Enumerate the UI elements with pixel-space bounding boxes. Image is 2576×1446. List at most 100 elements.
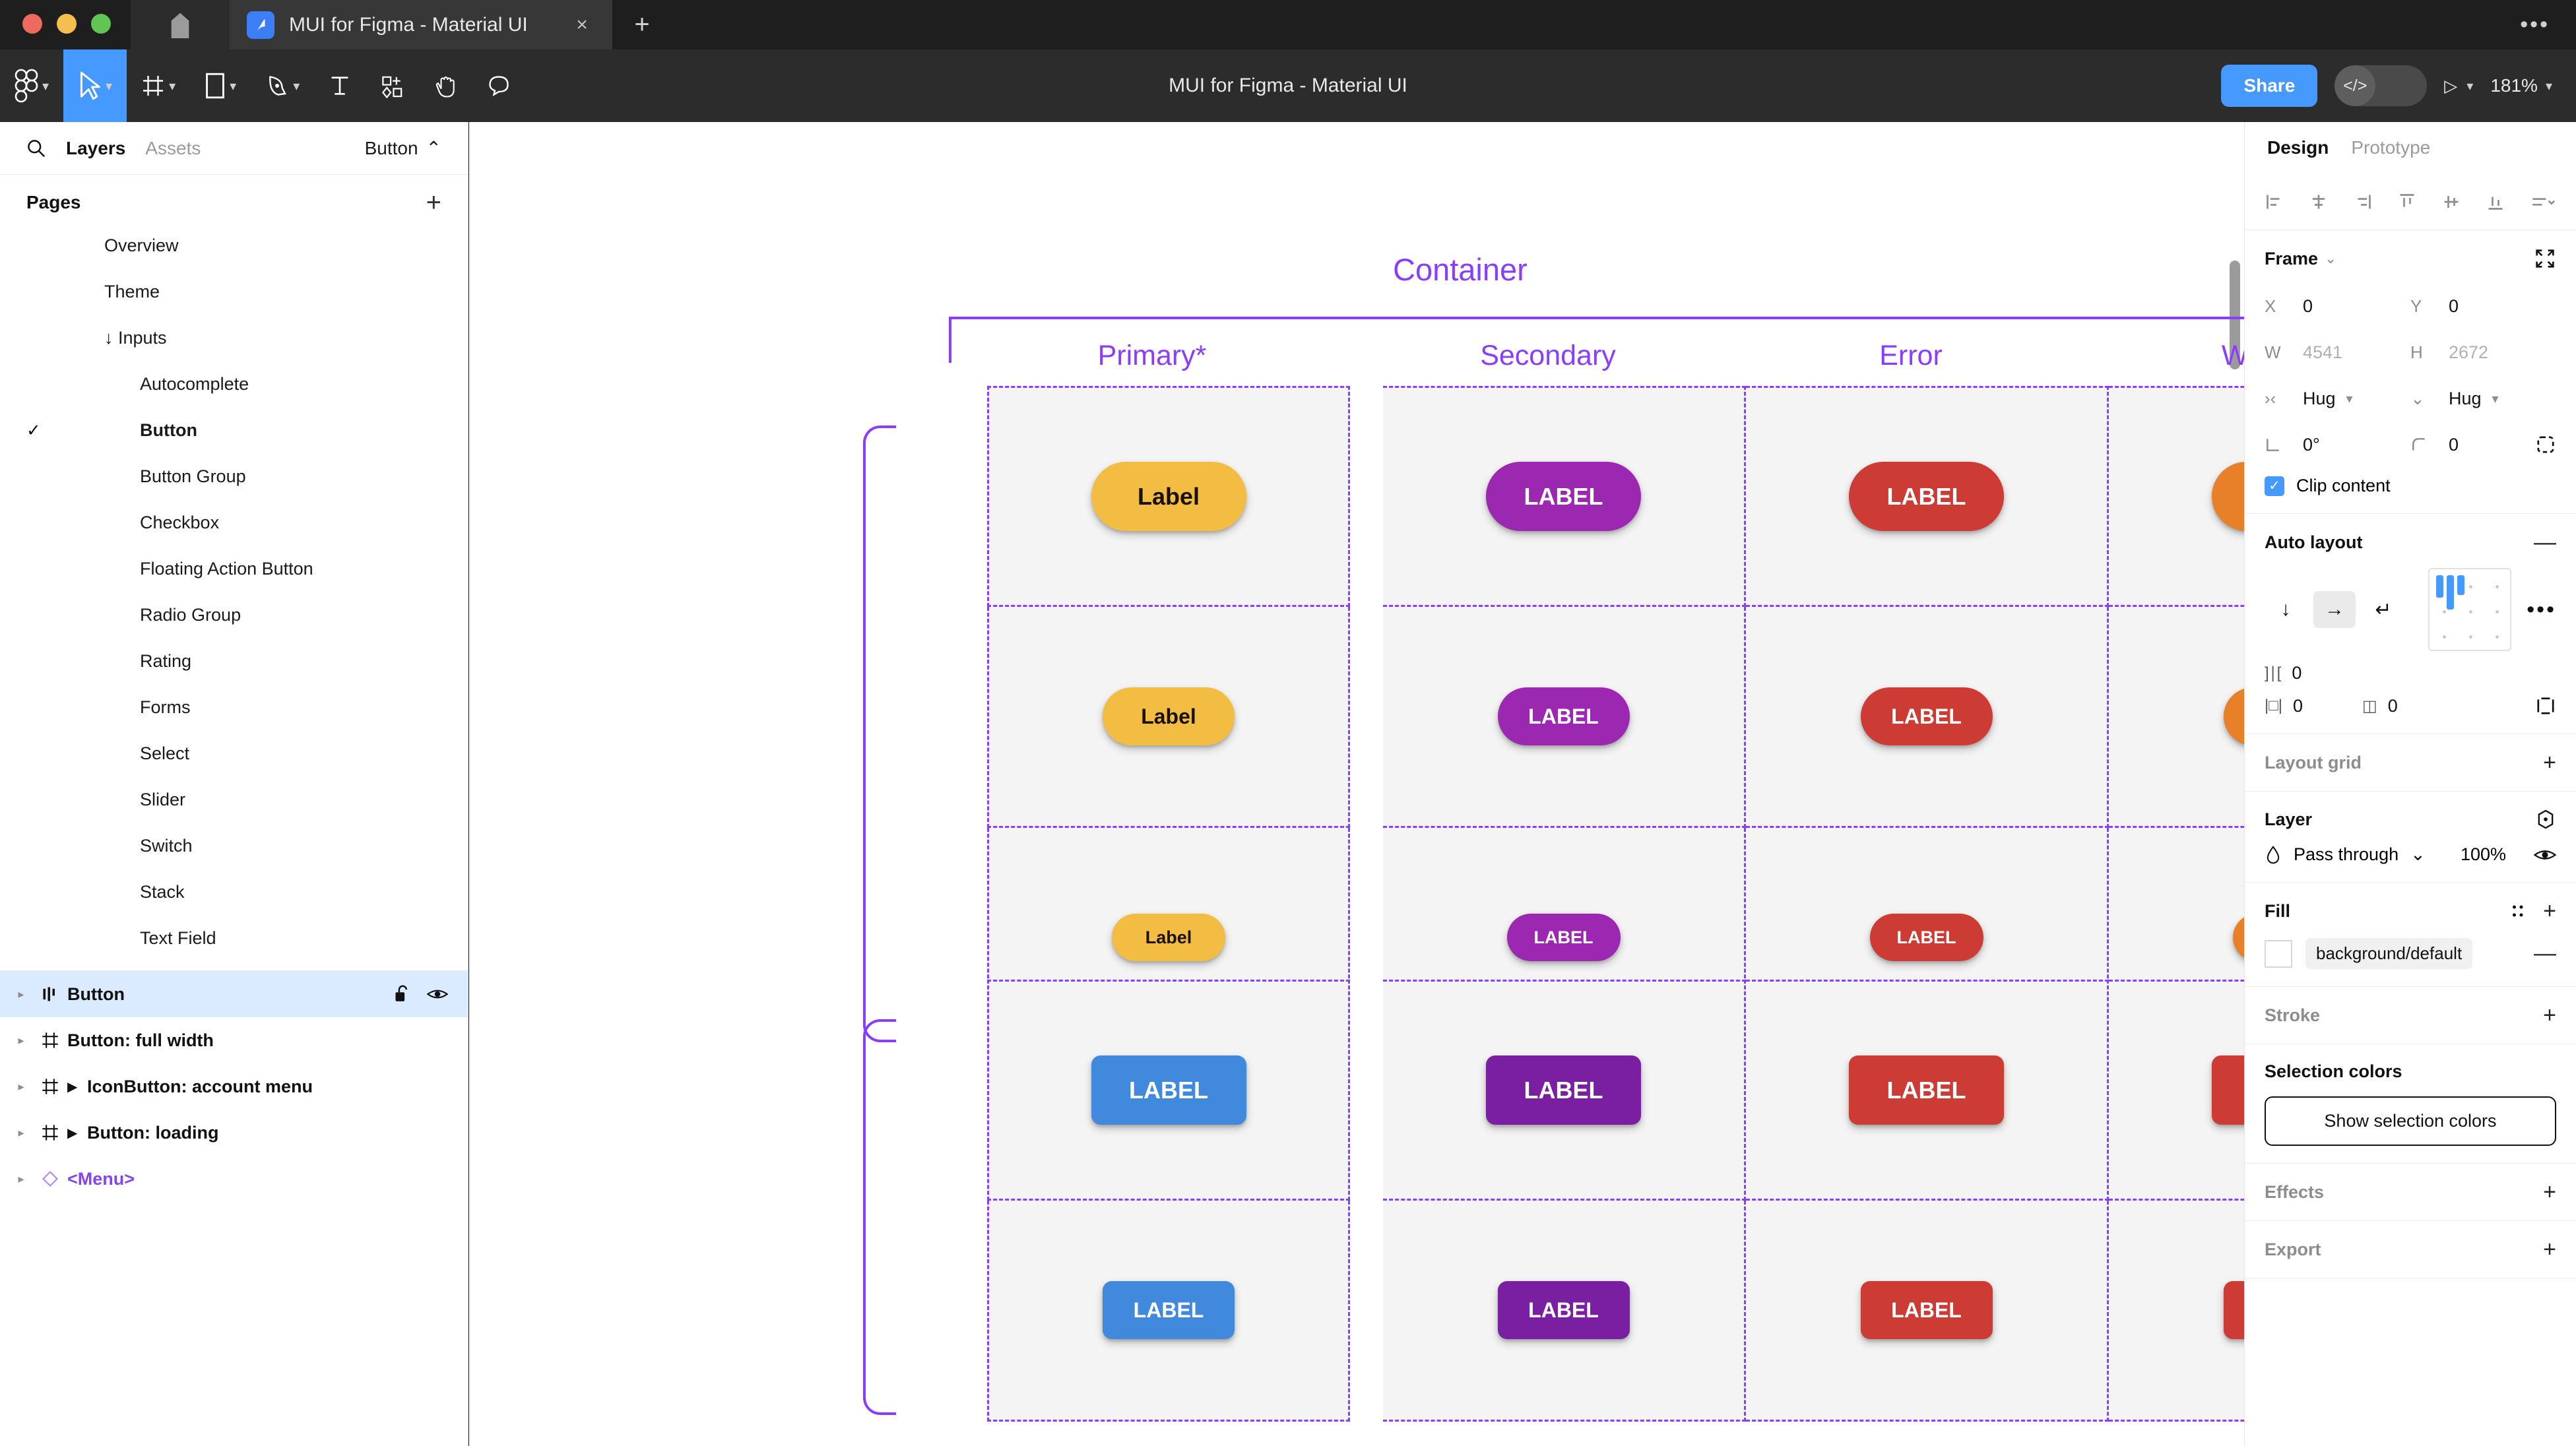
- independent-corners-icon[interactable]: [2535, 434, 2556, 455]
- frame-rotation-field[interactable]: 0°: [2265, 422, 2410, 468]
- zoom-level-selector[interactable]: 181% ▾: [2490, 75, 2552, 96]
- align-vertical-center-icon[interactable]: [2441, 192, 2461, 212]
- frame-name-label[interactable]: Container: [1393, 252, 1528, 287]
- browser-tab-active[interactable]: MUI for Figma - Material UI ×: [230, 0, 612, 49]
- page-item-autocomplete[interactable]: Autocomplete: [0, 361, 468, 407]
- expand-caret-icon[interactable]: ▸: [18, 1033, 24, 1047]
- add-export-button[interactable]: +: [2543, 1237, 2556, 1262]
- layer-item-iconbutton-account-menu[interactable]: ▸▶IconButton: account menu: [0, 1063, 468, 1110]
- frame-hug-width-select[interactable]: ›‹ Hug ▾: [2265, 375, 2410, 422]
- align-horizontal-center-icon[interactable]: [2309, 192, 2329, 212]
- present-button[interactable]: ▷ ▾: [2444, 76, 2473, 96]
- frame-corner-radius-field[interactable]: 0: [2410, 422, 2556, 468]
- shape-tool-button[interactable]: ▾: [190, 49, 251, 122]
- page-item-checkbox[interactable]: Checkbox: [0, 499, 468, 546]
- add-effect-button[interactable]: +: [2543, 1179, 2556, 1205]
- page-item-slider[interactable]: Slider: [0, 776, 468, 823]
- page-item-floating-action-button[interactable]: Floating Action Button: [0, 546, 468, 592]
- demo-button[interactable]: LABEL: [1091, 1055, 1246, 1125]
- canvas-vertical-scrollbar[interactable]: [2230, 261, 2240, 369]
- auto-layout-gap-field[interactable]: ]∣[ 0: [2265, 663, 2302, 683]
- dev-mode-toggle[interactable]: </>: [2334, 65, 2428, 106]
- move-tool-button[interactable]: ▾: [63, 49, 127, 122]
- page-item-overview[interactable]: Overview: [0, 222, 468, 268]
- home-button[interactable]: [131, 0, 230, 49]
- search-icon[interactable]: [26, 139, 46, 158]
- tab-assets[interactable]: Assets: [145, 137, 201, 158]
- frame-hug-height-select[interactable]: ⌄ Hug ▾: [2410, 375, 2556, 422]
- demo-button[interactable]: LABEL: [1497, 687, 1630, 745]
- expand-caret-icon[interactable]: ▸: [18, 1172, 24, 1185]
- fill-styles-icon[interactable]: [2507, 901, 2527, 921]
- page-item-theme[interactable]: Theme: [0, 268, 468, 315]
- distribute-menu-icon[interactable]: [2530, 192, 2556, 212]
- demo-button[interactable]: LABEL: [2223, 1281, 2244, 1339]
- close-window-button[interactable]: [22, 14, 42, 34]
- layer-visibility-icon[interactable]: [2534, 846, 2556, 864]
- clip-content-checkbox[interactable]: ✓: [2265, 476, 2284, 496]
- demo-button[interactable]: LABEL: [1849, 462, 2004, 531]
- demo-button[interactable]: LABEL: [1860, 1281, 1993, 1339]
- resize-to-fit-icon[interactable]: [2534, 247, 2556, 270]
- comment-tool-button[interactable]: [472, 49, 525, 122]
- page-item-button[interactable]: ✓Button: [0, 407, 468, 453]
- auto-layout-vertical-button[interactable]: ↓: [2280, 598, 2291, 620]
- frame-height-field[interactable]: H 2672: [2410, 329, 2556, 375]
- page-item-text-field[interactable]: Text Field: [0, 915, 468, 961]
- layer-item-menu[interactable]: ▸<Menu>: [0, 1156, 468, 1202]
- demo-button[interactable]: Label: [1091, 462, 1246, 531]
- chevron-down-icon[interactable]: ⌄: [2325, 250, 2337, 267]
- minimize-window-button[interactable]: [57, 14, 77, 34]
- page-selector[interactable]: Button ⌃: [365, 137, 441, 159]
- remove-fill-button[interactable]: —: [2534, 941, 2556, 966]
- frame-tool-button[interactable]: ▾: [127, 49, 190, 122]
- maximize-window-button[interactable]: [91, 14, 111, 34]
- resources-tool-button[interactable]: [366, 49, 420, 122]
- alignment-pad[interactable]: [2428, 568, 2511, 651]
- demo-button[interactable]: LABEL: [2212, 462, 2244, 531]
- align-top-icon[interactable]: [2397, 192, 2417, 212]
- demo-button[interactable]: LABEL: [1869, 914, 1983, 961]
- pen-tool-button[interactable]: ▾: [251, 49, 314, 122]
- hand-tool-button[interactable]: [420, 49, 472, 122]
- blend-mode-row[interactable]: Pass through ⌄ 100%: [2265, 844, 2556, 865]
- frame-y-field[interactable]: Y 0: [2410, 283, 2556, 329]
- design-canvas[interactable]: Container Primary*SecondaryErrorWarningL…: [469, 122, 2244, 1446]
- lock-icon[interactable]: [393, 984, 411, 1004]
- demo-button[interactable]: LABEL: [1860, 687, 1993, 745]
- demo-button[interactable]: Label: [1112, 914, 1225, 961]
- page-item-button-group[interactable]: Button Group: [0, 453, 468, 499]
- auto-layout-padding-vertical-field[interactable]: ◫ 0: [2362, 696, 2398, 716]
- fill-color-swatch[interactable]: [2265, 939, 2292, 968]
- auto-layout-wrap-button[interactable]: ↵: [2375, 598, 2392, 621]
- fill-token-chip[interactable]: background/default: [2305, 938, 2473, 969]
- page-item-rating[interactable]: Rating: [0, 638, 468, 684]
- demo-button[interactable]: LABEL: [1486, 1055, 1641, 1125]
- frame-x-field[interactable]: X 0: [2265, 283, 2410, 329]
- frame-width-field[interactable]: W 4541: [2265, 329, 2410, 375]
- align-bottom-icon[interactable]: [2486, 192, 2505, 212]
- layer-item-button-loading[interactable]: ▸▶Button: loading: [0, 1110, 468, 1156]
- page-item-switch[interactable]: Switch: [0, 823, 468, 869]
- individual-padding-button[interactable]: [2535, 695, 2556, 716]
- page-item-inputs[interactable]: ↓ Inputs: [0, 315, 468, 361]
- layer-opacity-value[interactable]: 100%: [2460, 844, 2506, 864]
- demo-button[interactable]: Label: [1103, 687, 1235, 745]
- remove-auto-layout-button[interactable]: —: [2534, 530, 2556, 555]
- page-item-stack[interactable]: Stack: [0, 869, 468, 915]
- tab-prototype[interactable]: Prototype: [2351, 137, 2431, 158]
- expand-caret-icon[interactable]: ▸: [18, 1079, 24, 1093]
- show-selection-colors-button[interactable]: Show selection colors: [2265, 1096, 2556, 1146]
- demo-button[interactable]: LABEL: [1506, 914, 1621, 961]
- auto-layout-padding-horizontal-field[interactable]: |□| 0: [2265, 696, 2303, 716]
- demo-button[interactable]: LABEL: [2232, 914, 2244, 961]
- align-left-icon[interactable]: [2265, 192, 2284, 212]
- add-fill-button[interactable]: +: [2543, 898, 2556, 924]
- demo-button[interactable]: LABEL: [1497, 1281, 1630, 1339]
- page-item-radio-group[interactable]: Radio Group: [0, 592, 468, 638]
- demo-button[interactable]: LABEL: [1486, 462, 1641, 531]
- clip-content-row[interactable]: ✓ Clip content: [2265, 476, 2556, 496]
- close-icon[interactable]: ×: [576, 13, 588, 36]
- layer-item-button-full-width[interactable]: ▸Button: full width: [0, 1017, 468, 1063]
- auto-layout-more-button[interactable]: •••: [2527, 596, 2556, 622]
